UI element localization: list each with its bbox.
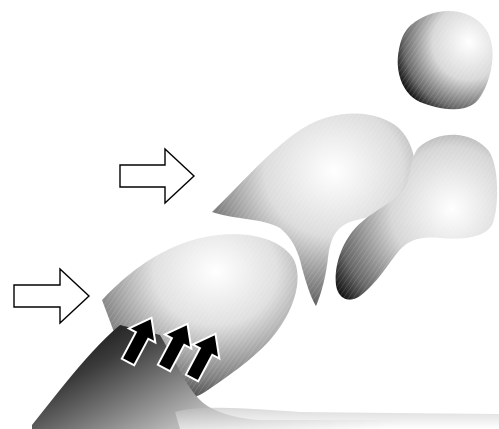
hollow-arrow-right-icon — [14, 269, 89, 323]
hollow-arrow-right-icon — [120, 149, 194, 203]
top-blob — [398, 11, 493, 109]
